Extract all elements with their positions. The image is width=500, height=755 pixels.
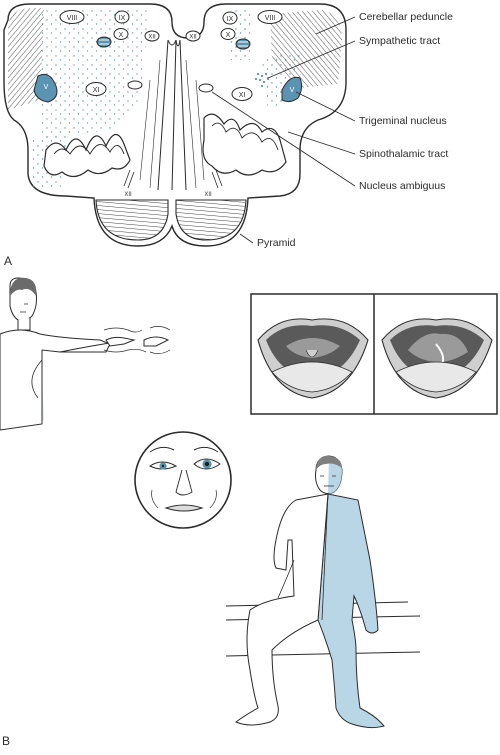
nucleus-label-ix-left: IX — [119, 15, 126, 22]
nucleus-label-xii-rootlet-left: XII — [124, 192, 132, 198]
callout-leaders — [211, 16, 356, 244]
nucleus-label-x-right: X — [226, 32, 231, 39]
horner-face-icon — [134, 431, 232, 529]
callout-cerebellar-peduncle: Cerebellar peduncle — [359, 11, 453, 23]
nucleus-label-xi-left: XI — [93, 87, 100, 94]
finger-nose-test-figure-icon — [0, 277, 171, 431]
seated-man-figure-icon — [225, 455, 421, 729]
nucleus-label-viii-right: VIII — [265, 15, 276, 22]
nucleus-label-viii-left: VIII — [67, 15, 78, 22]
callout-nucleus-ambiguus: Nucleus ambiguus — [359, 180, 445, 192]
medulla-cross-section-icon: VIII IX X XII XI V XII IX X VIII XI V XI… — [3, 3, 347, 247]
callout-pyramid: Pyramid — [257, 237, 296, 249]
nucleus-label-ix-right: IX — [227, 16, 234, 23]
nucleus-label-xii-right: XII — [189, 35, 197, 41]
callout-trigeminal-nucleus: Trigeminal nucleus — [359, 115, 447, 127]
nucleus-label-xii-left: XII — [148, 35, 156, 41]
callout-sympathetic-tract: Sympathetic tract — [359, 35, 440, 47]
panel-label-a: A — [4, 254, 12, 268]
nucleus-label-v-right: V — [290, 87, 295, 94]
nucleus-label-xii-rootlet-right: XII — [204, 192, 212, 198]
nucleus-label-x-left: X — [119, 32, 124, 39]
palate-comparison-icon — [250, 293, 498, 415]
nucleus-label-v-left: V — [44, 84, 49, 91]
nucleus-label-xi-right: XI — [239, 92, 246, 99]
callout-spinothalamic-tract: Spinothalamic tract — [359, 148, 448, 160]
panel-label-b: B — [2, 734, 10, 748]
